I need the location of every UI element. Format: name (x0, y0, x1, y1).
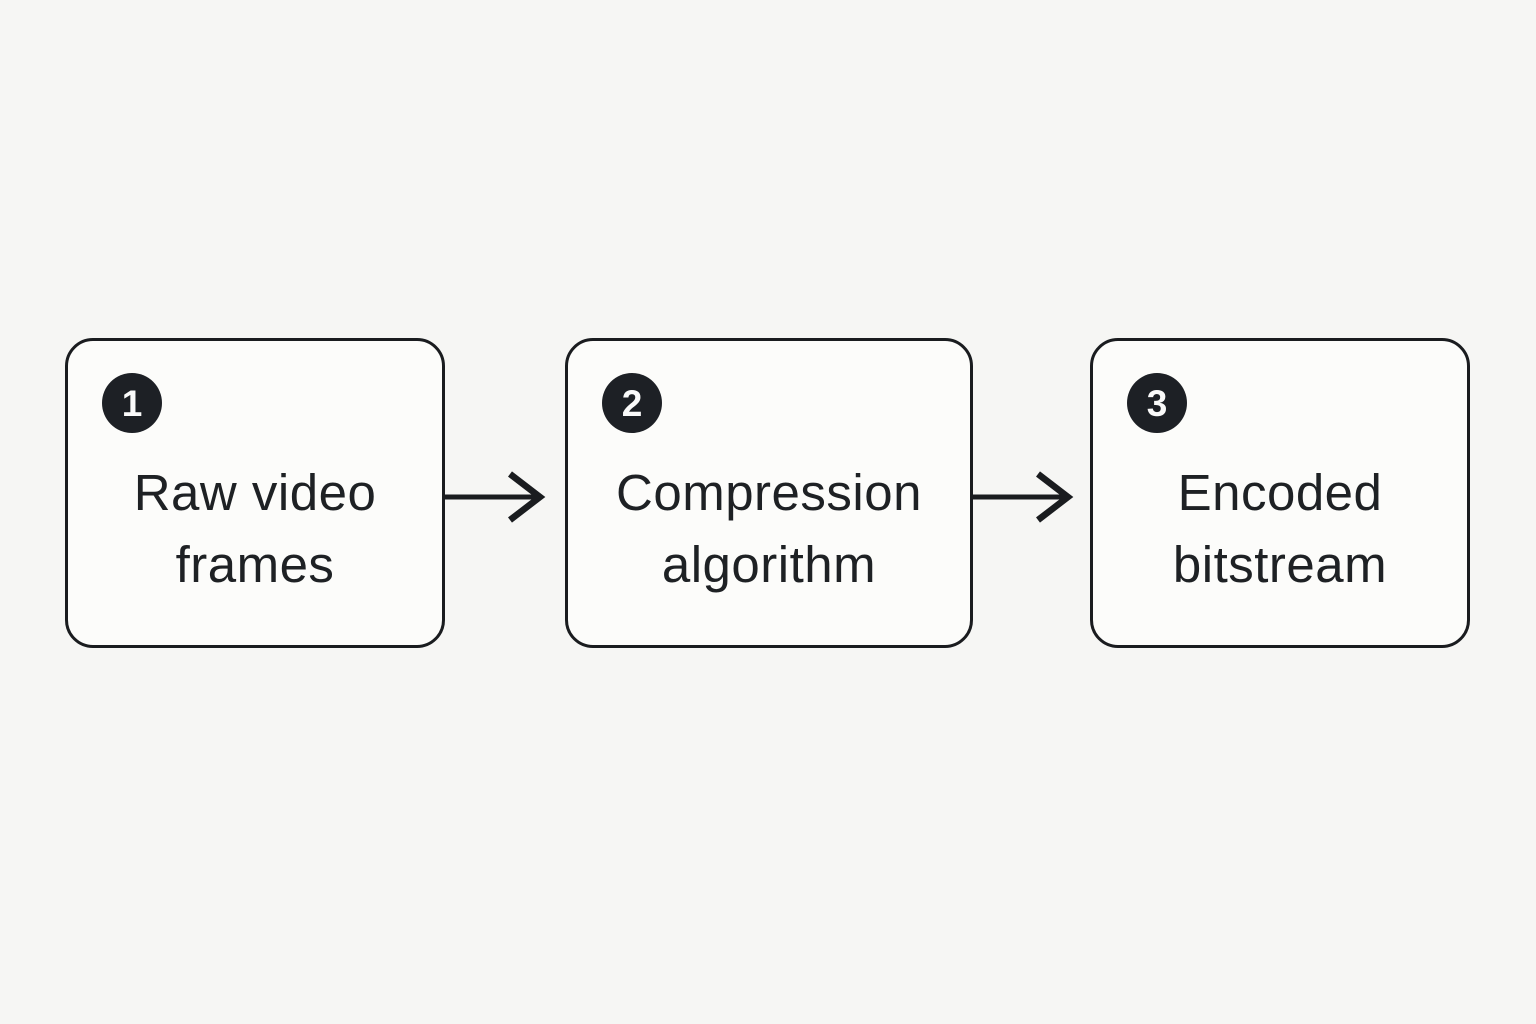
step-number-badge: 1 (102, 373, 162, 433)
step-label-line: Raw video (133, 464, 377, 521)
step-label-line: algorithm (661, 536, 877, 593)
step-label: Encoded bitstream (1093, 457, 1467, 601)
step-label: Compression algorithm (568, 457, 970, 601)
step-number-badge: 3 (1127, 373, 1187, 433)
step-label-line: frames (175, 536, 335, 593)
step-number-badge: 2 (602, 373, 662, 433)
step-box-raw-video-frames: 1 Raw video frames (65, 338, 445, 648)
step-label-line: Encoded (1177, 464, 1383, 521)
step-number: 3 (1146, 382, 1168, 424)
flow-arrow-right-icon (445, 467, 565, 527)
step-label: Raw video frames (68, 457, 442, 601)
flow-arrow-right-icon (973, 467, 1093, 527)
step-box-compression-algorithm: 2 Compression algorithm (565, 338, 973, 648)
step-number: 2 (621, 382, 643, 424)
step-label-line: Compression (616, 464, 922, 521)
step-number: 1 (121, 382, 143, 424)
step-label-line: bitstream (1172, 536, 1388, 593)
step-box-encoded-bitstream: 3 Encoded bitstream (1090, 338, 1470, 648)
